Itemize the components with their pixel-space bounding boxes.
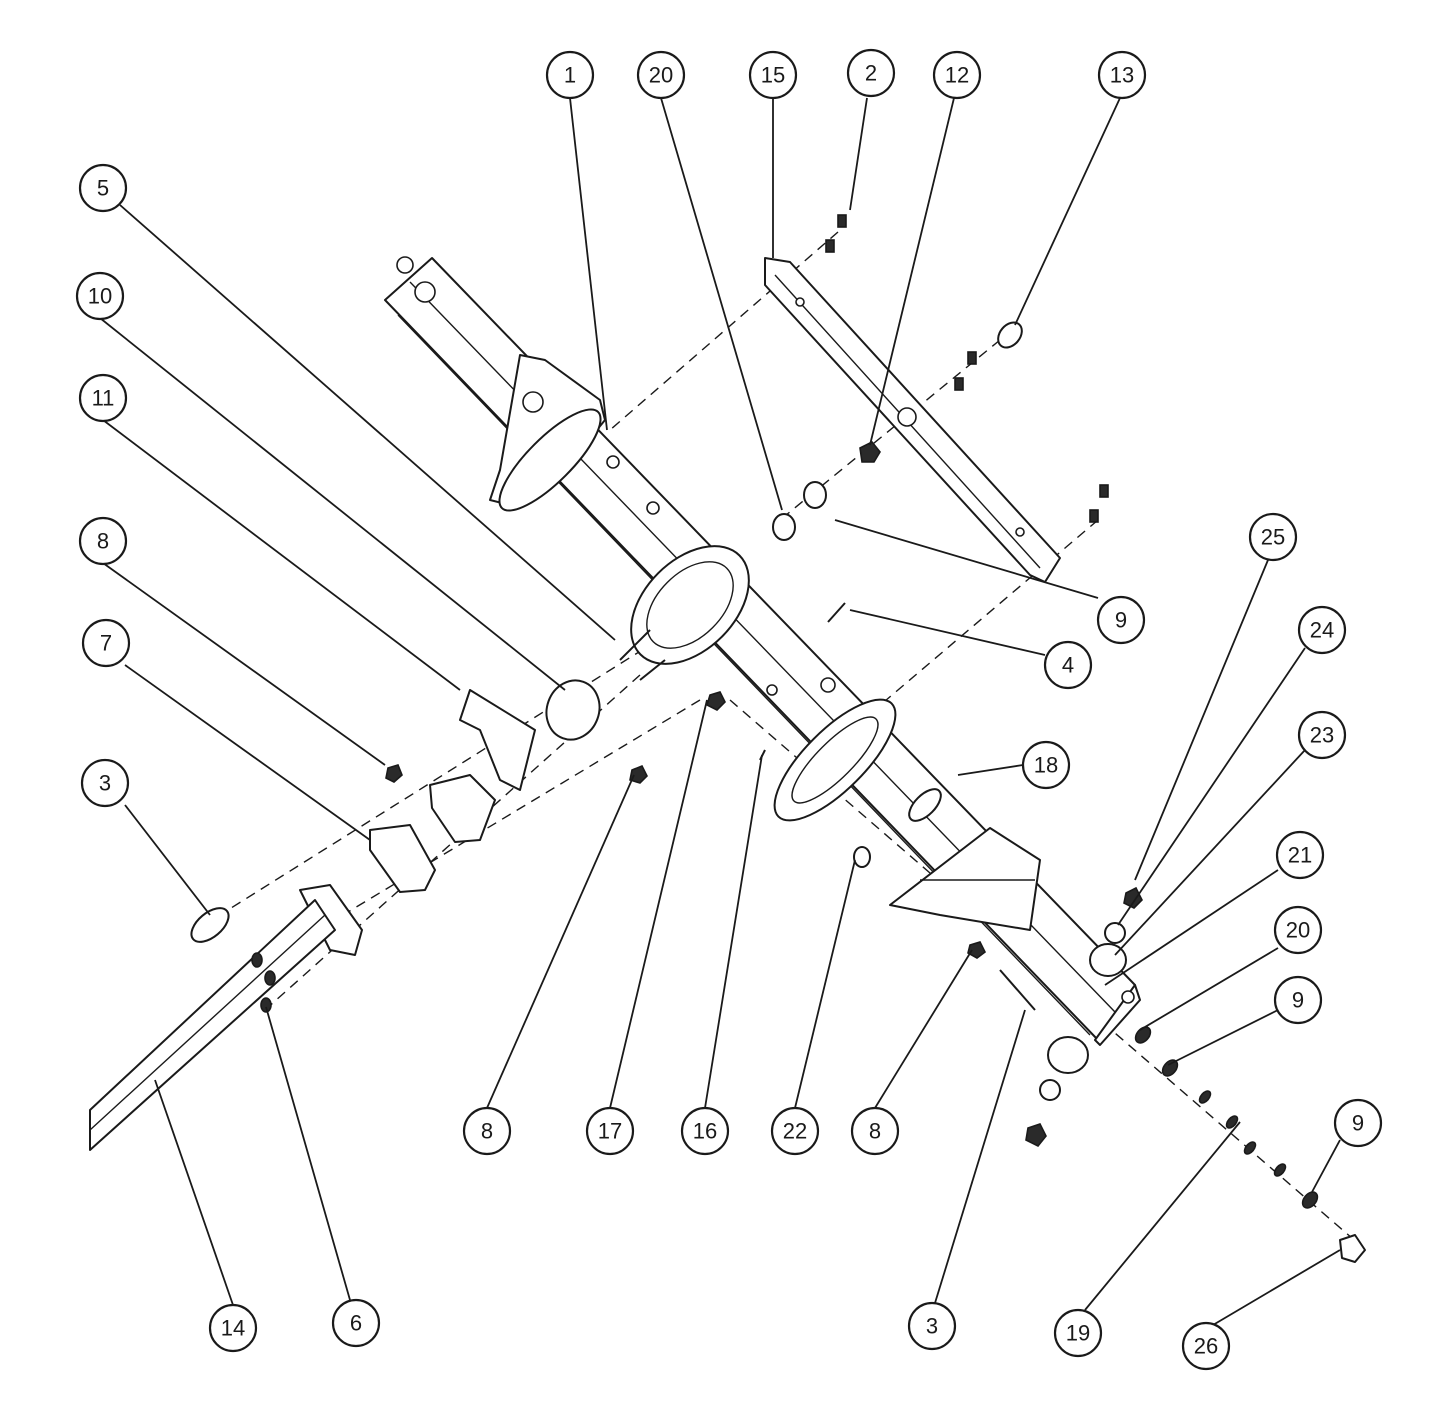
callout-20-right: 20 [1273, 905, 1323, 955]
callout-label: 5 [97, 176, 109, 201]
callout-label: 16 [693, 1119, 717, 1144]
callout-label: 8 [481, 1119, 493, 1144]
callout-20-top: 20 [636, 50, 686, 100]
callout-23: 23 [1297, 710, 1347, 760]
callout-3-bottom: 3 [907, 1301, 957, 1351]
callout-8-bottom: 8 [462, 1106, 512, 1156]
callout-label: 3 [926, 1314, 938, 1339]
leader-lines [99, 97, 1341, 1326]
callout-7: 7 [81, 618, 131, 668]
callout-label: 3 [99, 771, 111, 796]
callouts: 1 20 15 2 12 13 5 10 11 8 7 3 9 4 25 24 … [75, 48, 1383, 1371]
callout-label: 9 [1292, 988, 1304, 1013]
callout-14: 14 [208, 1303, 258, 1353]
callout-21: 21 [1275, 830, 1325, 880]
callout-24: 24 [1297, 605, 1347, 655]
callout-8-left: 8 [78, 516, 128, 566]
callout-label: 17 [598, 1119, 622, 1144]
callout-label: 10 [88, 284, 112, 309]
callout-5: 5 [78, 163, 128, 213]
callout-1: 1 [545, 50, 595, 100]
callout-8-bottom-mid: 8 [850, 1106, 900, 1156]
callout-3-left: 3 [80, 758, 130, 808]
callout-label: 7 [100, 631, 112, 656]
callout-2: 2 [846, 48, 896, 98]
callout-label: 9 [1115, 608, 1127, 633]
callout-label: 6 [350, 1311, 362, 1336]
callout-11: 11 [78, 373, 128, 423]
callout-4: 4 [1043, 640, 1093, 690]
callout-19: 19 [1053, 1308, 1103, 1358]
callout-10: 10 [75, 271, 125, 321]
callout-label: 9 [1352, 1111, 1364, 1136]
callout-13: 13 [1097, 50, 1147, 100]
callout-label: 15 [761, 63, 785, 88]
callout-26: 26 [1181, 1321, 1231, 1371]
callout-18: 18 [1021, 740, 1071, 790]
callout-label: 24 [1310, 618, 1334, 643]
callout-9-right: 9 [1273, 975, 1323, 1025]
callout-22: 22 [770, 1106, 820, 1156]
callout-label: 8 [869, 1119, 881, 1144]
callout-17: 17 [585, 1106, 635, 1156]
assembly-centerlines [211, 231, 1361, 1246]
callout-label: 23 [1310, 723, 1334, 748]
callout-15: 15 [748, 50, 798, 100]
callout-9-bottom-right: 9 [1333, 1098, 1383, 1148]
callout-label: 2 [865, 61, 877, 86]
callout-label: 4 [1062, 653, 1074, 678]
callout-label: 1 [564, 63, 576, 88]
mounting-plate-part-15 [764, 257, 1061, 583]
callout-label: 13 [1110, 63, 1134, 88]
callout-25: 25 [1248, 512, 1298, 562]
callout-label: 14 [221, 1316, 245, 1341]
callout-label: 22 [783, 1119, 807, 1144]
callout-label: 12 [945, 63, 969, 88]
callout-label: 8 [97, 529, 109, 554]
callout-12: 12 [932, 50, 982, 100]
callout-label: 26 [1194, 1334, 1218, 1359]
main-frame-part-1 [384, 256, 1141, 1046]
callout-label: 19 [1066, 1321, 1090, 1346]
callout-label: 21 [1288, 843, 1312, 868]
shaft-part-14 [89, 899, 336, 1151]
callout-9-mid: 9 [1096, 595, 1146, 645]
callout-label: 25 [1261, 525, 1285, 550]
callout-label: 20 [649, 63, 673, 88]
callout-label: 11 [92, 386, 115, 411]
callout-6: 6 [331, 1298, 381, 1348]
callout-label: 20 [1286, 918, 1310, 943]
callout-label: 18 [1034, 753, 1058, 778]
callout-16: 16 [680, 1106, 730, 1156]
